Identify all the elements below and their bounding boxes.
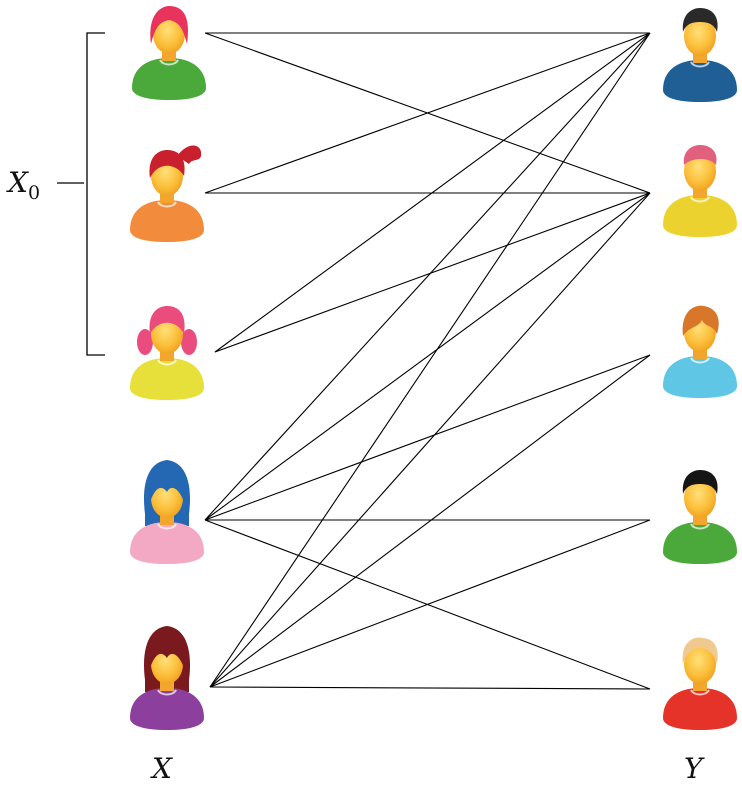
face xyxy=(684,644,716,684)
neck xyxy=(160,350,174,361)
shirt xyxy=(663,195,737,237)
edge-x5-y1 xyxy=(209,32,651,688)
bracket-line xyxy=(86,32,105,356)
hair-top xyxy=(150,6,189,44)
ponytail xyxy=(177,145,202,164)
person-y4-avatar xyxy=(663,470,737,564)
shirt xyxy=(663,522,737,564)
y-set-label: Y xyxy=(684,752,705,785)
x0-bracket xyxy=(57,32,105,356)
neck xyxy=(693,514,707,525)
hair-top xyxy=(149,150,185,178)
x0-label: X0 xyxy=(6,166,40,204)
face xyxy=(684,16,716,56)
neck xyxy=(693,348,707,359)
face xyxy=(153,14,185,54)
shirt xyxy=(663,356,737,398)
collar xyxy=(690,61,710,68)
neck xyxy=(693,187,707,198)
face xyxy=(684,478,716,518)
x-set-label: X xyxy=(150,752,173,785)
collar xyxy=(690,357,710,364)
neck xyxy=(160,514,174,525)
collar xyxy=(157,689,177,696)
edge-x5-y5 xyxy=(209,686,651,690)
x-people xyxy=(130,6,206,730)
hair-top xyxy=(149,306,185,334)
hair-top xyxy=(683,145,717,165)
person-x2-avatar xyxy=(130,145,204,242)
pigtail-left xyxy=(137,329,153,355)
neck xyxy=(160,680,174,691)
neck xyxy=(693,52,707,63)
collar xyxy=(159,59,179,66)
person-x4-avatar xyxy=(130,460,204,564)
person-y1-avatar xyxy=(663,8,737,102)
y-people xyxy=(663,8,737,730)
hair-top xyxy=(682,637,718,664)
collar xyxy=(690,196,710,203)
collar xyxy=(690,523,710,530)
edge-x3-y1 xyxy=(214,32,651,353)
person-x3-avatar xyxy=(130,306,204,400)
edges xyxy=(204,32,651,690)
collar xyxy=(690,689,710,696)
shirt xyxy=(663,60,737,102)
person-y3-avatar xyxy=(663,305,737,398)
edge-x4-y3 xyxy=(204,354,651,521)
edge-x5-y2 xyxy=(209,192,651,688)
x0-label-base: X xyxy=(6,166,29,199)
hair-top xyxy=(682,470,718,494)
edge-x4-y1 xyxy=(204,32,651,521)
x0-label-sub: 0 xyxy=(28,182,40,204)
person-y5-avatar xyxy=(663,637,737,730)
hair-top xyxy=(682,8,718,32)
neck xyxy=(160,192,174,203)
neck xyxy=(693,680,707,691)
shirt xyxy=(663,688,737,730)
shirt xyxy=(130,358,204,400)
face xyxy=(684,151,716,191)
edge-x3-y2 xyxy=(214,192,651,353)
hair-top xyxy=(682,305,719,336)
person-x1-avatar xyxy=(132,6,206,100)
pigtail-right xyxy=(181,329,197,355)
collar xyxy=(157,523,177,530)
edge-x4-y2 xyxy=(204,192,651,521)
shirt xyxy=(130,522,204,564)
hair-top xyxy=(149,636,185,668)
collar xyxy=(157,201,177,208)
person-x5-avatar xyxy=(130,626,204,730)
neck xyxy=(162,50,176,61)
hair-top xyxy=(149,470,185,502)
collar xyxy=(157,359,177,366)
edge-x5-y4 xyxy=(209,519,651,688)
shirt xyxy=(130,688,204,730)
shirt xyxy=(130,200,204,242)
edge-x2-y1 xyxy=(204,32,651,194)
person-y2-avatar xyxy=(663,145,737,237)
shirt xyxy=(132,58,206,100)
edge-x5-y3 xyxy=(209,354,651,688)
